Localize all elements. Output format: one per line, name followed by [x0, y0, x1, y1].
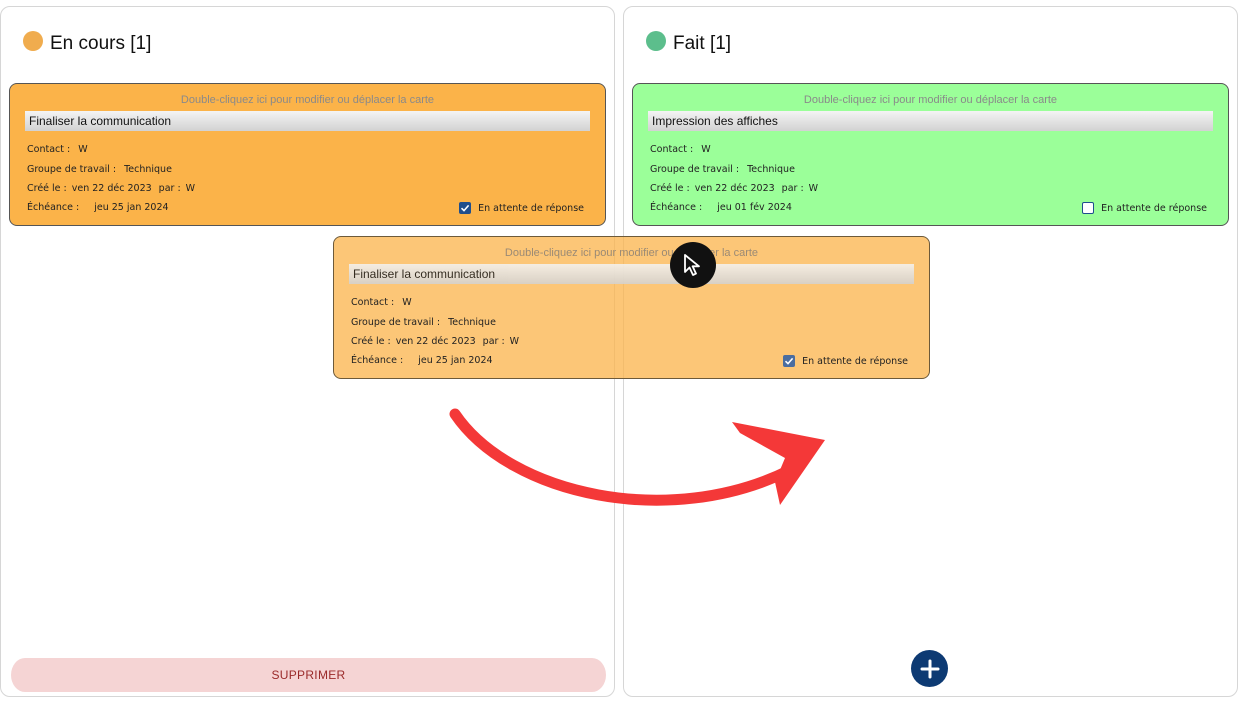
pending-label: En attente de réponse: [478, 202, 584, 214]
delete-button[interactable]: SUPPRIMER: [11, 658, 606, 692]
task-card[interactable]: Double-cliquez ici pour modifier ou dépl…: [632, 83, 1229, 226]
pending-label: En attente de réponse: [1101, 202, 1207, 214]
column-title: En cours [1]: [50, 33, 152, 54]
card-contact: Contact :W: [351, 297, 412, 308]
red-curved-arrow-icon: [449, 408, 825, 506]
card-hint: Double-cliquez ici pour modifier ou dépl…: [504, 247, 759, 259]
column-header: En cours [1]: [23, 31, 152, 55]
status-dot-orange: [23, 31, 43, 51]
card-contact: Contact :W: [650, 144, 711, 155]
plus-icon: [920, 659, 939, 678]
card-group: Groupe de travail :Technique: [351, 317, 496, 328]
card-title[interactable]: Impression des affiches: [648, 111, 1213, 131]
add-card-button[interactable]: [911, 650, 948, 687]
card-contact: Contact :W: [27, 144, 88, 155]
status-dot-green: [646, 31, 666, 51]
cursor-icon: [670, 242, 716, 288]
pending-checkbox[interactable]: En attente de réponse: [1082, 202, 1207, 214]
column-header: Fait [1]: [646, 31, 732, 55]
card-hint: Double-cliquez ici pour modifier ou dépl…: [180, 94, 435, 106]
card-title[interactable]: Finaliser la communication: [349, 264, 914, 284]
pending-label: En attente de réponse: [802, 355, 908, 367]
card-group: Groupe de travail :Technique: [27, 164, 172, 175]
check-icon[interactable]: [783, 355, 796, 367]
dragged-card-ghost[interactable]: Double-cliquez ici pour modifier ou dépl…: [333, 236, 930, 379]
column-title: Fait [1]: [673, 33, 732, 54]
task-card[interactable]: Double-cliquez ici pour modifier ou dépl…: [9, 83, 606, 226]
card-due: Échéance :jeu 25 jan 2024: [351, 355, 493, 366]
pending-checkbox[interactable]: En attente de réponse: [783, 355, 908, 367]
card-due: Échéance :jeu 01 fév 2024: [650, 202, 792, 213]
checkbox-empty-icon[interactable]: [1082, 202, 1095, 214]
check-icon[interactable]: [459, 202, 472, 214]
card-title[interactable]: Finaliser la communication: [25, 111, 590, 131]
card-group: Groupe de travail :Technique: [650, 164, 795, 175]
card-due: Échéance :jeu 25 jan 2024: [27, 202, 169, 213]
pending-checkbox[interactable]: En attente de réponse: [459, 202, 584, 214]
card-hint: Double-cliquez ici pour modifier ou dépl…: [803, 94, 1058, 106]
